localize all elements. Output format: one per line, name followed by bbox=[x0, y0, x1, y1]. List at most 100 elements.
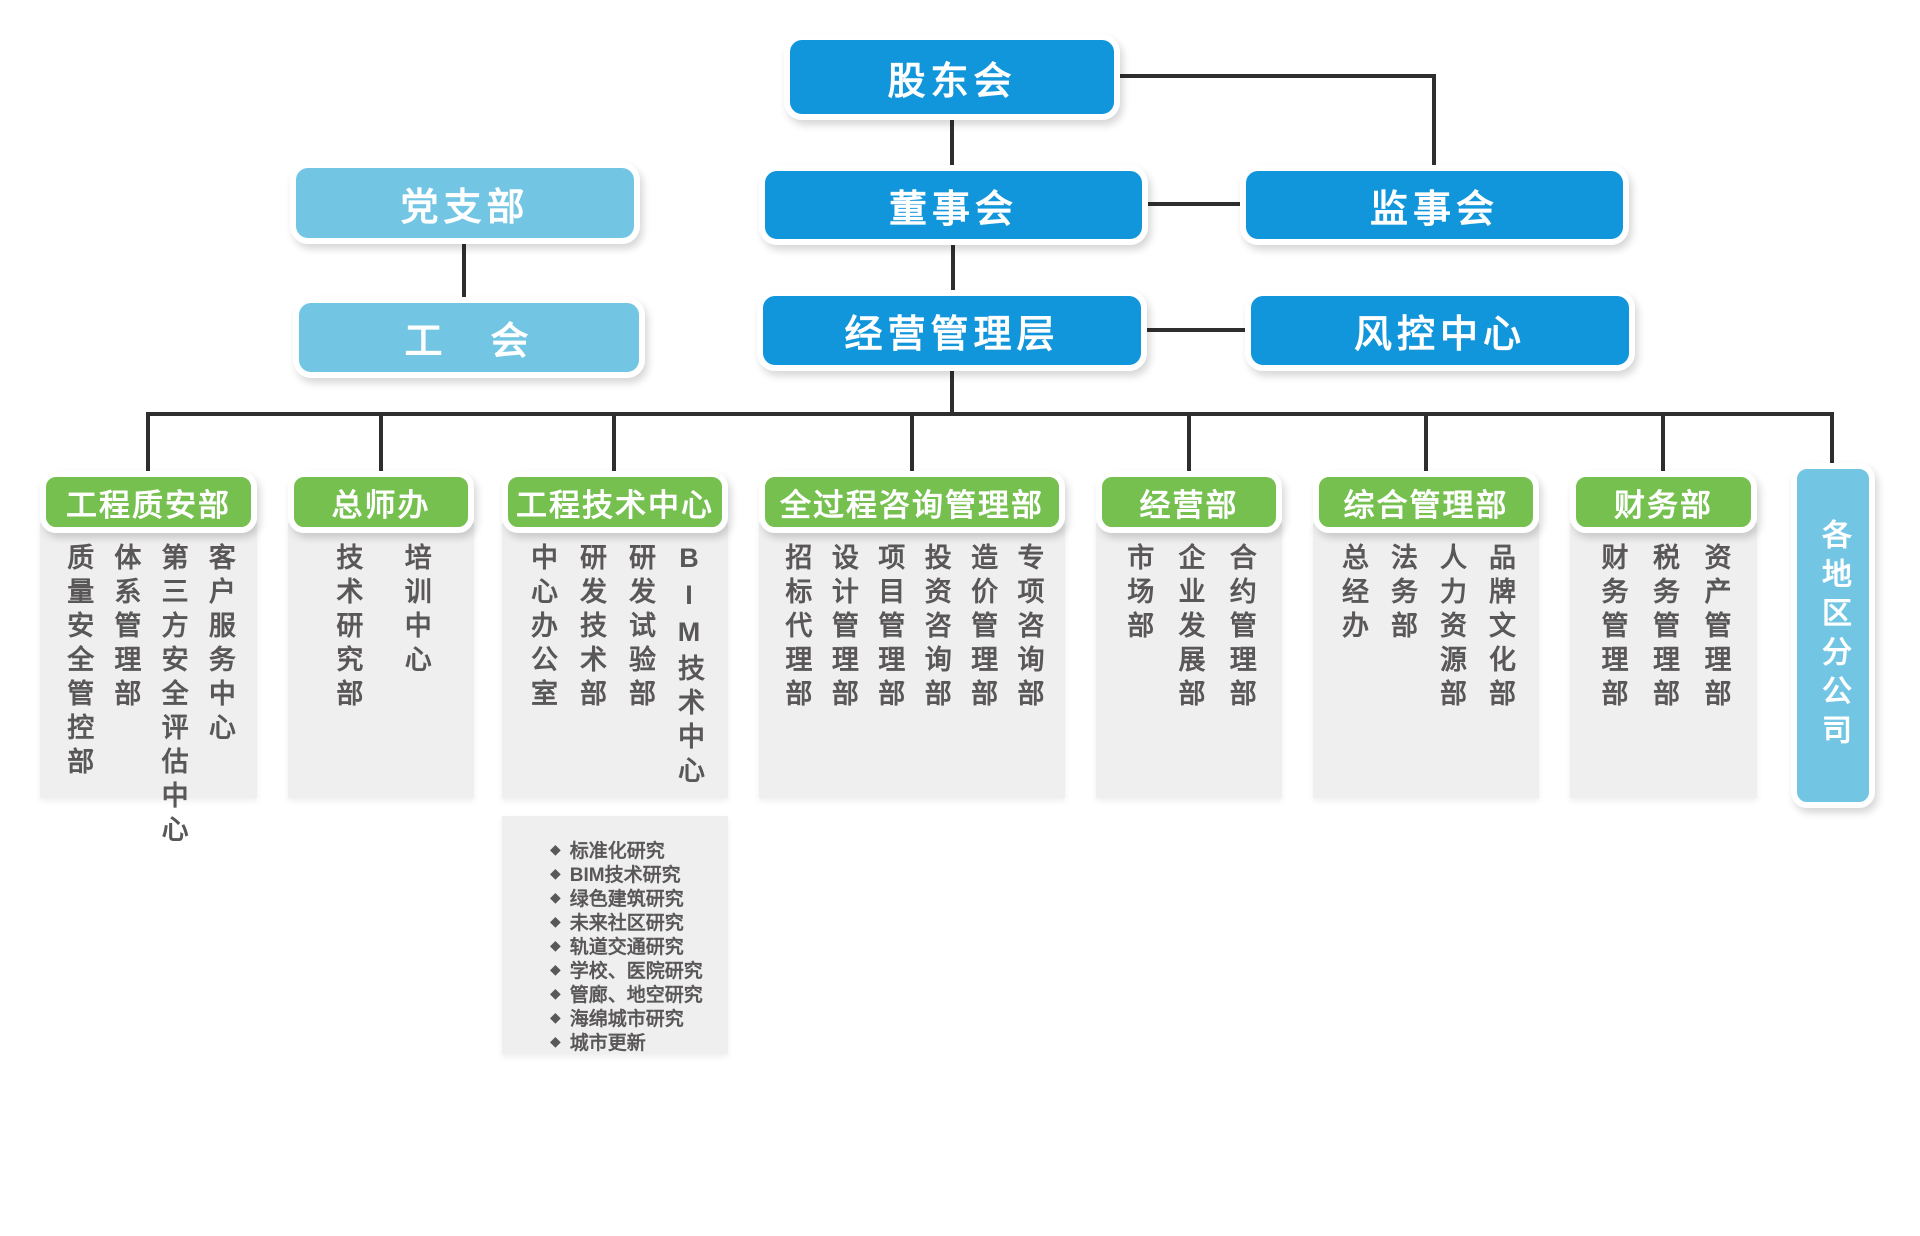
diamond-bullet-icon: ◆ bbox=[550, 889, 561, 905]
sub-department: 法务部 bbox=[1387, 543, 1417, 645]
node-management-label: 经营管理层 bbox=[844, 314, 1060, 356]
sub-department: 技术研究部 bbox=[332, 543, 363, 713]
department-header: 工程技术中心 bbox=[502, 471, 728, 533]
diamond-bullet-icon: ◆ bbox=[550, 985, 561, 1001]
sub-department: 体系管理部 bbox=[110, 543, 141, 713]
connector-board-supervisors bbox=[1144, 202, 1244, 206]
sub-department: 人力资源部 bbox=[1436, 543, 1466, 713]
diamond-bullet-icon: ◆ bbox=[550, 913, 561, 929]
sub-department: 培训中心 bbox=[400, 543, 431, 679]
node-supervisors-label: 监事会 bbox=[1369, 188, 1499, 231]
diamond-bullet-icon: ◆ bbox=[550, 841, 561, 857]
sub-department: 造价管理部 bbox=[967, 543, 998, 713]
department-header: 财务部 bbox=[1570, 471, 1757, 533]
department-sub-list: 总经办法务部人力资源部品牌文化部 bbox=[1313, 523, 1539, 798]
node-regional-branches: 各地区分公司 bbox=[1791, 463, 1875, 808]
sub-department: 中心办公室 bbox=[527, 543, 557, 713]
research-topic: ◆ 绿色建筑研究 bbox=[550, 885, 728, 910]
node-supervisors: 监事会 bbox=[1240, 165, 1629, 245]
sub-department: 客户服务中心 bbox=[204, 543, 235, 747]
node-risk-center: 风控中心 bbox=[1245, 290, 1635, 371]
sub-department: 投资咨询部 bbox=[920, 543, 951, 713]
diamond-bullet-icon: ◆ bbox=[550, 1033, 561, 1049]
department-sub-list: 技术研究部 培训中心 bbox=[288, 523, 474, 798]
node-regional-branches-label: 各地区分公司 bbox=[1817, 518, 1850, 753]
research-topic: ◆ 未来社区研究 bbox=[550, 909, 728, 934]
connector-drop-6 bbox=[1424, 414, 1428, 473]
sub-department: 合约管理部 bbox=[1225, 543, 1256, 713]
connector-drop-1 bbox=[146, 414, 150, 473]
research-topic: ◆ BIM技术研究 bbox=[550, 861, 728, 886]
sub-department: 财务管理部 bbox=[1597, 543, 1628, 713]
department-header: 工程质安部 bbox=[40, 471, 257, 533]
sub-department: 第三方安全评估中心 bbox=[157, 543, 188, 849]
sub-department: 总经办 bbox=[1338, 543, 1368, 645]
connector-board-management bbox=[951, 243, 955, 293]
connector-drop-7 bbox=[1661, 414, 1665, 473]
research-topic-label: 学校、医院研究 bbox=[569, 960, 703, 982]
diamond-bullet-icon: ◆ bbox=[550, 1009, 561, 1025]
department-header: 经营部 bbox=[1096, 471, 1282, 533]
node-party-branch-label: 党支部 bbox=[400, 186, 530, 229]
sub-department: 专项咨询部 bbox=[1013, 543, 1044, 713]
research-topics-panel: ◆ 标准化研究 ◆ BIM技术研究 ◆ 绿色建筑研究 ◆ 未来社区研究 ◆ 轨道交通研究 ◆ 学校、医… bbox=[502, 816, 728, 1054]
sub-department: 设计管理部 bbox=[827, 543, 858, 713]
research-topic: ◆ 学校、医院研究 bbox=[550, 957, 728, 982]
department-header-label: 工程技术中心 bbox=[516, 487, 714, 523]
department-header-label: 总师办 bbox=[331, 487, 431, 523]
connector-party-union bbox=[462, 242, 466, 300]
research-topic: ◆ 标准化研究 bbox=[550, 837, 728, 862]
sub-department: 企业发展部 bbox=[1174, 543, 1205, 713]
research-topic: ◆ 海绵城市研究 bbox=[550, 1005, 728, 1030]
connector-bus bbox=[146, 412, 1834, 416]
research-topic-label: 管廊、地空研究 bbox=[569, 984, 703, 1006]
node-shareholders-label: 股东会 bbox=[887, 60, 1017, 103]
node-party-branch: 党支部 bbox=[290, 162, 640, 244]
connector-drop-8 bbox=[1830, 414, 1834, 467]
connector-management-risk bbox=[1143, 328, 1249, 332]
department-sub-list: 质量安全管控部体系管理部第三方安全评估中心客户服务中心 bbox=[40, 523, 257, 849]
department-sub-list: 招标代理部设计管理部项目管理部投资咨询部造价管理部专项咨询部 bbox=[759, 523, 1065, 798]
sub-department: BIM技术中心 bbox=[674, 543, 704, 790]
sub-department: 税务管理部 bbox=[1649, 543, 1679, 713]
department-header-label: 全过程咨询管理部 bbox=[780, 487, 1044, 523]
connector-drop-5 bbox=[1187, 414, 1191, 473]
connector-down-supervisors bbox=[1432, 74, 1436, 168]
connector-drop-3 bbox=[612, 414, 616, 473]
node-shareholders: 股东会 bbox=[784, 34, 1120, 120]
research-topic-label: 绿色建筑研究 bbox=[569, 888, 684, 910]
node-risk-center-label: 风控中心 bbox=[1353, 314, 1526, 356]
research-topic: ◆ 城市更新 bbox=[550, 1029, 728, 1054]
node-union-label: 工 会 bbox=[404, 321, 534, 363]
department-header-label: 财务部 bbox=[1614, 487, 1713, 523]
department-header: 综合管理部 bbox=[1313, 471, 1539, 533]
research-topic-label: 未来社区研究 bbox=[569, 912, 684, 934]
research-topic: ◆ 轨道交通研究 bbox=[550, 933, 728, 958]
department-header: 总师办 bbox=[288, 471, 474, 533]
research-topic-label: 海绵城市研究 bbox=[569, 1008, 684, 1030]
sub-department: 质量安全管控部 bbox=[63, 543, 94, 781]
connector-shareholders-board bbox=[950, 116, 954, 168]
sub-department: 研发试验部 bbox=[625, 543, 655, 713]
sub-department: 市场部 bbox=[1123, 543, 1154, 645]
diamond-bullet-icon: ◆ bbox=[550, 961, 561, 977]
connector-drop-2 bbox=[379, 414, 383, 473]
sub-department: 项目管理部 bbox=[874, 543, 905, 713]
research-topic-label: 标准化研究 bbox=[569, 840, 665, 862]
research-topic-label: 轨道交通研究 bbox=[569, 936, 684, 958]
research-topic: ◆ 管廊、地空研究 bbox=[550, 981, 728, 1006]
department-header: 全过程咨询管理部 bbox=[759, 471, 1065, 533]
diamond-bullet-icon: ◆ bbox=[550, 865, 561, 881]
research-topic-label: 城市更新 bbox=[569, 1032, 646, 1054]
sub-department: 品牌文化部 bbox=[1485, 543, 1515, 713]
node-union: 工 会 bbox=[293, 297, 645, 378]
node-board: 董事会 bbox=[759, 165, 1148, 245]
research-topic-label: BIM技术研究 bbox=[569, 864, 681, 886]
connector-shareholders-right bbox=[1116, 74, 1436, 78]
node-board-label: 董事会 bbox=[888, 188, 1018, 231]
sub-department: 资产管理部 bbox=[1700, 543, 1731, 713]
department-header-label: 综合管理部 bbox=[1343, 487, 1509, 523]
diamond-bullet-icon: ◆ bbox=[550, 937, 561, 953]
